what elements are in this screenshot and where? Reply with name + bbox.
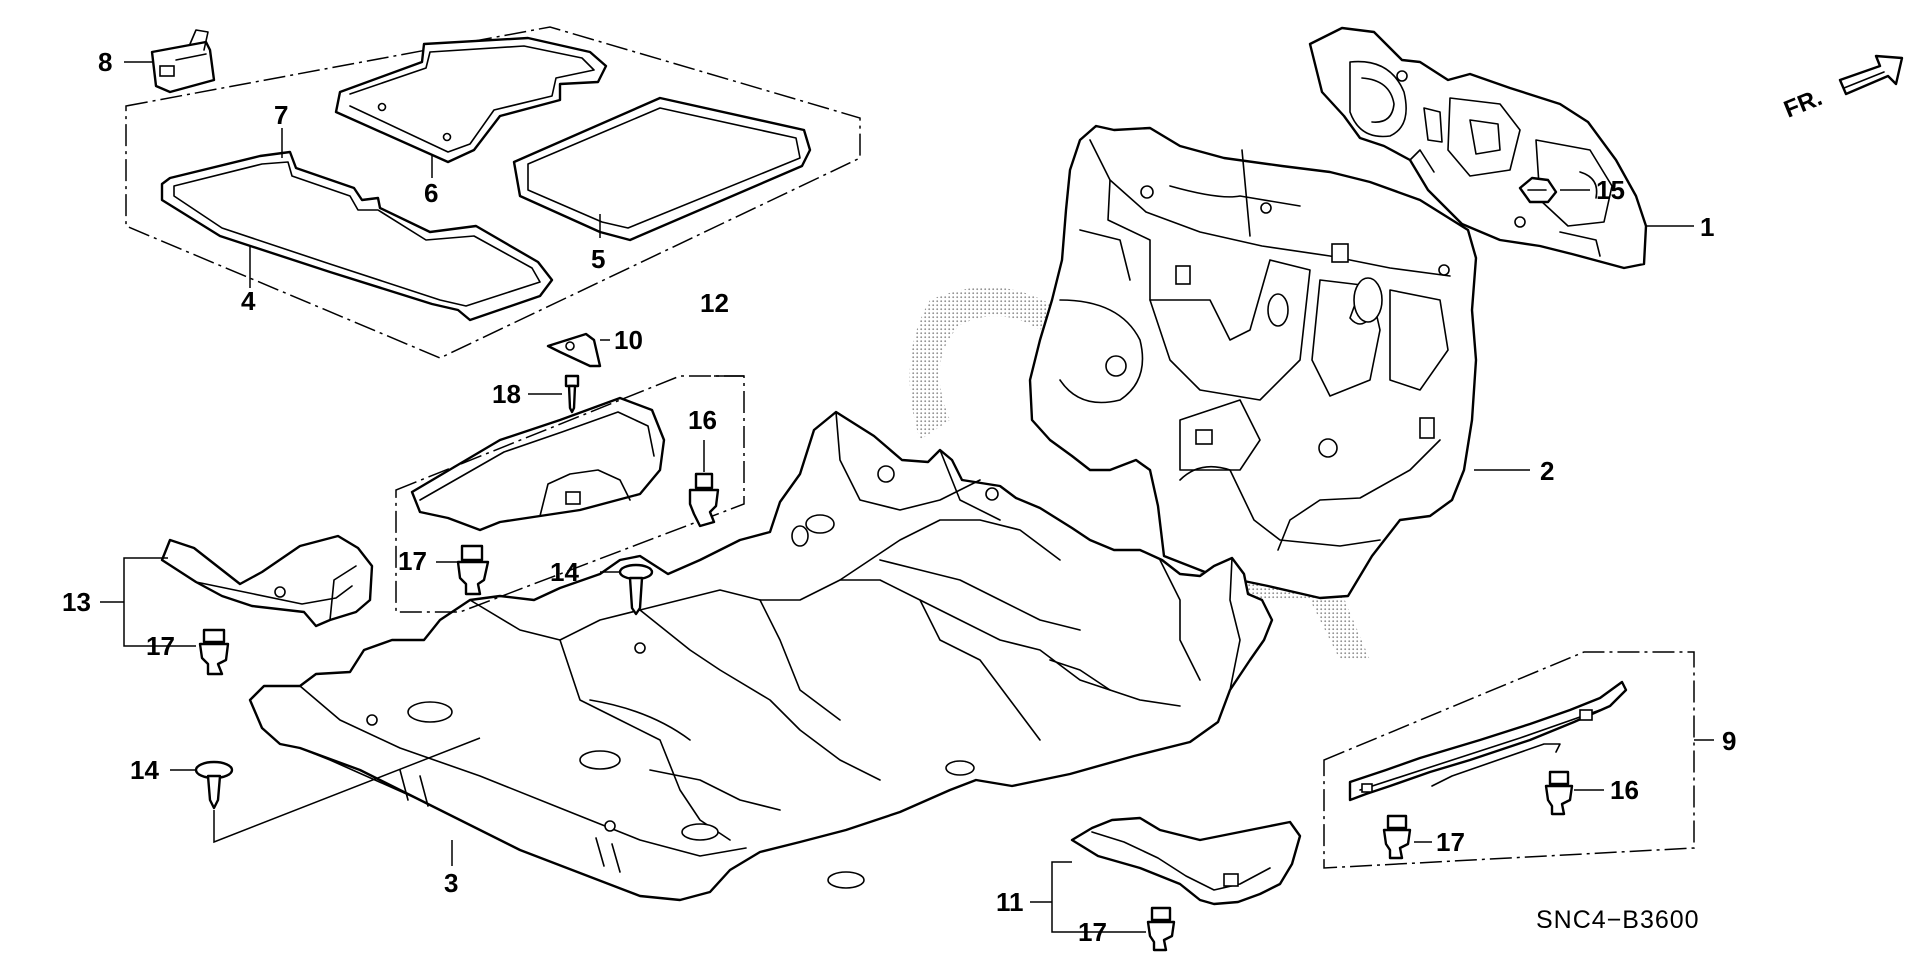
- mat-kit-boundary: [125, 26, 861, 359]
- leaders-parts: [100, 189, 1714, 933]
- callout-16-upper: 16: [688, 405, 717, 435]
- part-17-clip-box: [1382, 814, 1412, 860]
- part-14-clip-upper: [618, 563, 654, 616]
- part-16-clip-right: [1544, 770, 1574, 816]
- callout-17-left: 17: [146, 631, 175, 661]
- forward-direction-indicator: FR.: [1780, 54, 1904, 124]
- callout-18: 18: [492, 379, 521, 409]
- part-8-mat-hook: [150, 29, 216, 94]
- part-6-front-mat: [334, 36, 608, 164]
- callout-17-upper: 17: [398, 546, 427, 576]
- part-16-clip-upper: [688, 472, 720, 528]
- part-12-heel-pad: [410, 396, 666, 532]
- part-18-screw: [564, 374, 580, 414]
- drawing-code: SNC4−B3600: [1536, 906, 1700, 934]
- callout-14-lower: 14: [130, 755, 159, 785]
- callout-11: 11: [996, 887, 1024, 917]
- part-11-rear-trim: [1070, 816, 1302, 906]
- part-9-sill-trim: [1348, 680, 1628, 802]
- part-17-clip-bottom: [1146, 906, 1176, 952]
- part-15-clip: [1518, 176, 1558, 204]
- callout-5: 5: [591, 244, 605, 274]
- callout-6: 6: [424, 178, 438, 208]
- callout-1: 1: [1700, 212, 1714, 242]
- part-10-bracket: [546, 332, 602, 368]
- callout-17-box: 17: [1436, 827, 1465, 857]
- callout-9: 9: [1722, 726, 1736, 756]
- part-17-clip-upper: [456, 544, 490, 596]
- callout-12: 12: [700, 288, 729, 318]
- part-1-dashboard-insulator-outer: [1308, 26, 1648, 270]
- callout-7: 7: [274, 100, 288, 130]
- part-14-clip-lower: [194, 760, 234, 810]
- part-12-boundary: [395, 375, 745, 613]
- callout-4: 4: [241, 286, 256, 316]
- part-9-boundary: [1323, 651, 1695, 869]
- part-17-clip-left: [198, 628, 230, 676]
- callout-2: 2: [1540, 456, 1554, 486]
- callout-16-right: 16: [1610, 775, 1639, 805]
- callout-3: 3: [444, 868, 458, 898]
- part-13-side-trim: [160, 534, 374, 628]
- part-2-dashboard-insulator-inner: [1028, 124, 1478, 600]
- callout-labels: 1 2 3 4 5 6 7 8 9 10 11 12 13 14 14 15 1…: [62, 47, 1736, 947]
- callout-14-upper: 14: [550, 557, 579, 587]
- direction-label: FR.: [1780, 84, 1826, 124]
- part-4-rear-mat: [160, 150, 554, 322]
- part-3-floor-carpet: [248, 410, 1274, 902]
- part-5-passenger-mat: [512, 96, 812, 242]
- callout-17-bottom: 17: [1078, 917, 1107, 947]
- leaders-mats: [124, 61, 601, 288]
- callout-15: 15: [1596, 175, 1625, 205]
- callout-8: 8: [98, 47, 112, 77]
- callout-13: 13: [62, 587, 91, 617]
- callout-10: 10: [614, 325, 643, 355]
